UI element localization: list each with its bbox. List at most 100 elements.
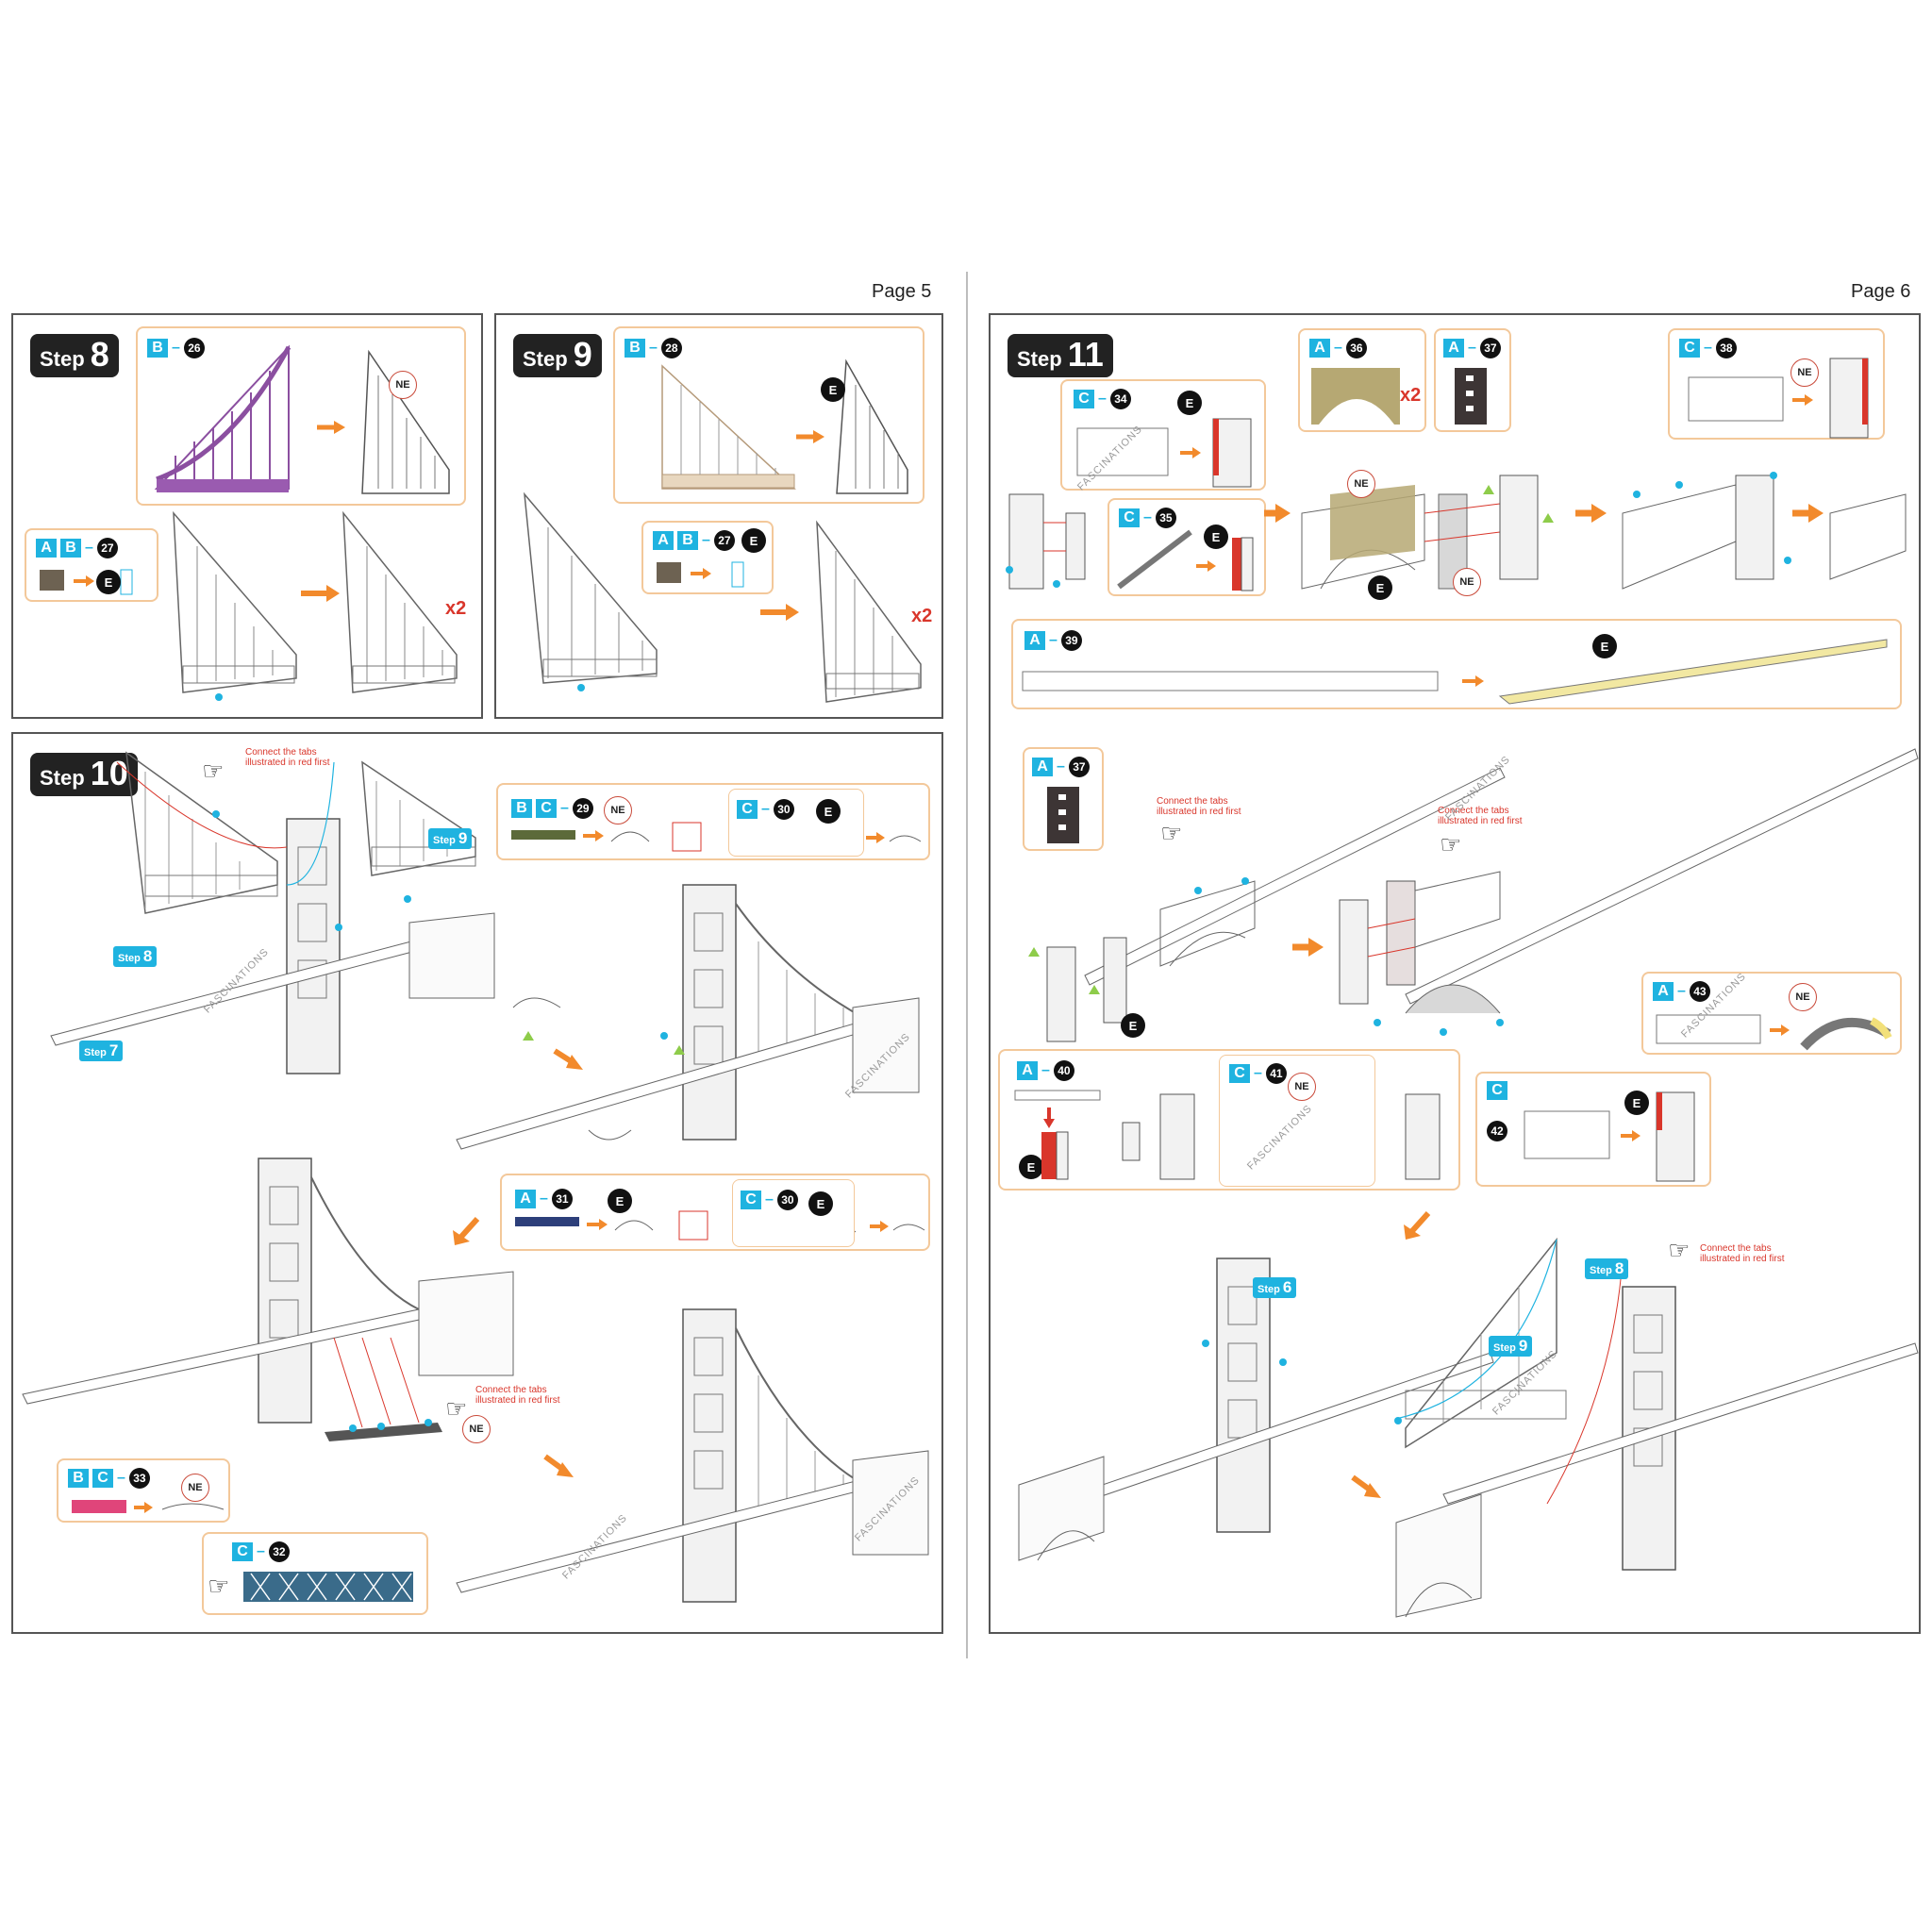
part-dash: –: [1041, 1062, 1050, 1078]
part-number: 30: [773, 799, 794, 820]
e-mark: E: [1592, 634, 1617, 658]
part-number: 29: [572, 798, 593, 819]
arch-assembly-row: [1264, 472, 1907, 590]
inset-part-27-step9: A B – 27 E: [641, 521, 774, 594]
part-number: 27: [713, 530, 735, 551]
connect-tabs-note: Connect the tabs illustrated in red firs…: [1438, 806, 1523, 826]
tower-assembly-1: [50, 751, 495, 1074]
inset-part-27: A B – 27 E: [25, 528, 158, 602]
part-letter: A: [653, 531, 674, 550]
part-dash: –: [1098, 391, 1107, 407]
page-number-left: Page 5: [872, 281, 932, 302]
inset-part-30b: C – 30 E: [732, 1179, 855, 1247]
step-9-badge: Step 9: [513, 334, 602, 377]
part-dash: –: [1334, 340, 1342, 356]
part-letter: C: [737, 800, 758, 819]
ne-mark: NE: [1288, 1073, 1316, 1101]
inset-part-31-30: A – 31 E C – 30 E: [500, 1174, 930, 1251]
connect-tabs-note: Connect the tabs illustrated in red firs…: [475, 1385, 560, 1406]
part-number: 34: [1109, 389, 1131, 409]
part-number: 41: [1265, 1063, 1287, 1084]
part-letter: C: [1074, 390, 1094, 408]
part-number-42: 42: [1487, 1121, 1507, 1141]
ne-mark: NE: [1789, 983, 1817, 1011]
part-dash: –: [702, 532, 710, 548]
part-number: 43: [1689, 981, 1710, 1002]
part-letter: A: [1443, 339, 1464, 358]
part-letter: C: [1119, 508, 1140, 527]
part-label-39: A – 39: [1024, 630, 1082, 651]
inset-part-35: C – 35 E: [1108, 498, 1266, 596]
part-label-42: C: [1487, 1081, 1507, 1100]
step-10-badge: Step 10: [30, 753, 138, 796]
quantity-x2: x2: [911, 606, 933, 626]
inset-part-36: A – 36 x2: [1298, 328, 1426, 432]
ref-step-word: Step: [1257, 1284, 1280, 1295]
part-label-41: C – 41: [1229, 1063, 1287, 1084]
ref-step-word: Step: [433, 835, 456, 846]
part-label-26: B – 26: [147, 338, 205, 358]
part-33-drawing: [72, 1500, 225, 1513]
quantity-x2: x2: [445, 598, 467, 619]
e-mark: E: [608, 1189, 632, 1213]
e-mark: E: [1019, 1155, 1043, 1179]
part-label-29: B C – 29: [511, 798, 593, 819]
step-11-panel: Step 11 C – 34 E C – 35 E: [989, 313, 1921, 1634]
part-letter: C: [92, 1469, 113, 1488]
part-42-drawing: [1524, 1091, 1695, 1182]
ref-step-number: 9: [458, 829, 468, 847]
part-34-drawing: [1076, 418, 1252, 488]
part-dash: –: [1049, 632, 1058, 648]
part-37-drawing: [1455, 368, 1487, 425]
part-number: 40: [1053, 1060, 1074, 1081]
part-dash: –: [1704, 340, 1712, 356]
tower-assembly-3: [22, 1158, 514, 1441]
part-43-drawing: [1656, 1014, 1892, 1051]
part-label-32: C – 32: [232, 1541, 290, 1562]
part-letter: A: [1017, 1061, 1038, 1080]
ne-mark: NE: [462, 1415, 491, 1443]
parts-31-30-drawing: [515, 1210, 925, 1241]
part-label-37: A – 37: [1443, 338, 1501, 358]
part-letter: C: [1679, 339, 1700, 358]
part-number: 30: [776, 1190, 798, 1210]
part-28-drawing: [661, 358, 908, 494]
part-letter: A: [1024, 631, 1045, 650]
inset-part-33: B C – 33 NE: [57, 1458, 230, 1523]
inset-part-26: B – 26 NE: [136, 326, 466, 506]
pointing-hand-icon: ☞: [1440, 830, 1462, 858]
inset-part-37-middle: A – 37: [1023, 747, 1104, 851]
part-letter: A: [36, 539, 57, 558]
step-word: Step: [523, 347, 568, 371]
ref-step-word: Step: [1493, 1342, 1516, 1354]
step-8-panel: Step 8 B – 26 NE A B – 27: [11, 313, 483, 719]
e-mark: E: [741, 528, 766, 553]
orange-arrow-icon: [1404, 1210, 1431, 1240]
tower-assembly-final: [456, 1308, 929, 1603]
ne-mark: NE: [1790, 358, 1819, 387]
ref-step-number: 7: [108, 1041, 119, 1059]
step-number: 10: [90, 754, 128, 792]
pillar-part-drawing: [1006, 493, 1086, 590]
part-number: 26: [183, 338, 205, 358]
part-letter: B: [625, 339, 645, 358]
e-mark: E: [1624, 1091, 1649, 1115]
part-letter: B: [68, 1469, 89, 1488]
e-mark: E: [821, 377, 845, 402]
orange-arrow-icon: [1351, 1474, 1381, 1498]
part-dash: –: [649, 340, 658, 356]
part-number: 35: [1155, 508, 1176, 528]
part-label-35: C – 35: [1119, 508, 1176, 528]
inset-part-40-41: A – 40 E C – 41 NE: [998, 1049, 1460, 1191]
inset-part-32: C – 32 ☞: [202, 1532, 428, 1615]
part-dash: –: [560, 800, 569, 816]
part-letter: C: [741, 1191, 761, 1209]
part-number: 31: [551, 1189, 573, 1209]
part-label-27: A B – 27: [653, 530, 735, 551]
orange-arrow-icon: [543, 1454, 574, 1477]
part-number: 39: [1060, 630, 1082, 651]
inset-part-43: A – 43 NE: [1641, 972, 1902, 1055]
